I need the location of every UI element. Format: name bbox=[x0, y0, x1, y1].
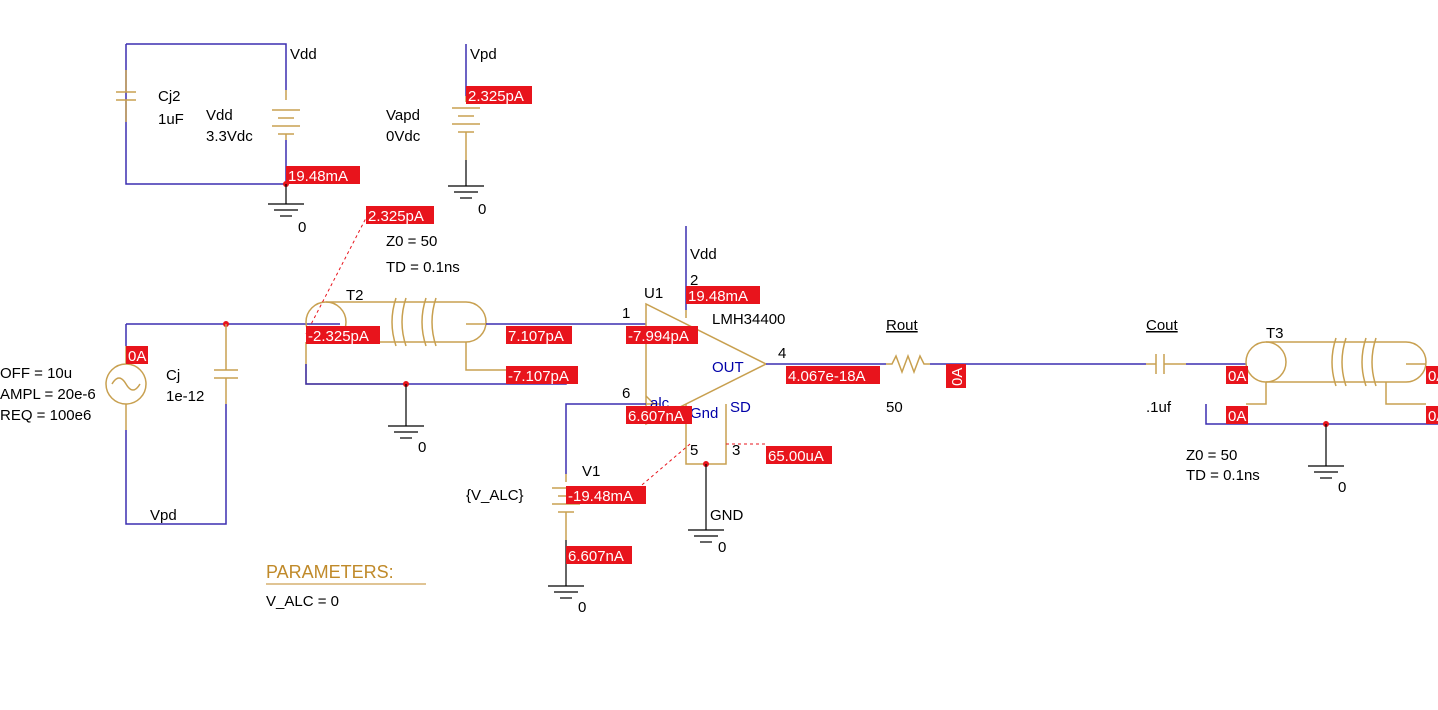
vpd-net-label: Vpd bbox=[470, 46, 497, 63]
output-network bbox=[886, 337, 1438, 479]
ground-label-3: 0 bbox=[418, 439, 426, 456]
u1-name: U1 bbox=[644, 285, 663, 302]
t3-td: TD = 0.1ns bbox=[1186, 467, 1260, 484]
probe-u1-vdd-text: 19.48mA bbox=[688, 288, 748, 305]
rout-name: Rout bbox=[886, 317, 919, 334]
probe-t2-top-text: 2.325pA bbox=[368, 208, 424, 225]
probe-t2-ref-text: -7.107pA bbox=[508, 368, 569, 385]
probe-t2-out[interactable]: 7.107pA bbox=[506, 326, 572, 345]
probe-vdd[interactable]: 19.48mA bbox=[286, 166, 360, 185]
probe-rout-text: 0A bbox=[949, 368, 966, 386]
u1-gnd-label: GND bbox=[710, 507, 744, 524]
parameters-title: PARAMETERS: bbox=[266, 562, 394, 582]
v1-value: {V_ALC} bbox=[466, 487, 524, 504]
vdd-source-value: 3.3Vdc bbox=[206, 128, 253, 145]
u1-pin1: 1 bbox=[622, 305, 630, 322]
rout-value: 50 bbox=[886, 399, 903, 416]
u1-vdd-label: Vdd bbox=[690, 246, 717, 263]
probe-t3-out1[interactable]: 0A bbox=[1426, 366, 1438, 385]
input-network bbox=[105, 217, 646, 525]
t3-name: T3 bbox=[1266, 325, 1284, 342]
u1-pin5: 5 bbox=[690, 442, 698, 459]
cj-value: 1e-12 bbox=[166, 388, 204, 405]
probe-sd-text: 65.00uA bbox=[768, 448, 824, 465]
ground-label-5: 0 bbox=[578, 599, 586, 616]
probe-t3-out2[interactable]: 0A bbox=[1426, 406, 1438, 425]
ground-label-4: 0 bbox=[718, 539, 726, 556]
t2-td: TD = 0.1ns bbox=[386, 259, 460, 276]
u1-pin6: 6 bbox=[622, 385, 630, 402]
vapd-value: 0Vdc bbox=[386, 128, 421, 145]
vdd-supply-block bbox=[116, 43, 304, 217]
cj2-name: Cj2 bbox=[158, 88, 181, 105]
probe-t2-top[interactable]: 2.325pA bbox=[366, 206, 434, 225]
probe-t3-out2-text: 0A bbox=[1428, 408, 1438, 425]
ground-label-2: 0 bbox=[478, 201, 486, 218]
probe-v1-bot-text: 6.607nA bbox=[568, 548, 624, 565]
probe-t2-out-text: 7.107pA bbox=[508, 328, 564, 345]
cj-name: Cj bbox=[166, 367, 180, 384]
vpd-net-label-2: Vpd bbox=[150, 507, 177, 524]
probe-u1-alc-text: 6.607nA bbox=[628, 408, 684, 425]
probe-t3-ref-text: 0A bbox=[1228, 408, 1246, 425]
t3-z0: Z0 = 50 bbox=[1186, 447, 1237, 464]
probe-u1-vdd[interactable]: 19.48mA bbox=[686, 286, 760, 305]
probe-u1-alc[interactable]: 6.607nA bbox=[626, 406, 692, 425]
u1-pin3: 3 bbox=[732, 442, 740, 459]
cout-name: Cout bbox=[1146, 317, 1179, 334]
u1-part: LMH34400 bbox=[712, 311, 785, 328]
source-vampl: AMPL = 20e-6 bbox=[0, 386, 96, 403]
cj2-value: 1uF bbox=[158, 111, 184, 128]
probe-rout[interactable]: 0A bbox=[946, 364, 966, 388]
parameters-value: V_ALC = 0 bbox=[266, 593, 339, 610]
probe-u1-out[interactable]: 4.067e-18A bbox=[786, 366, 880, 385]
vdd-net-label: Vdd bbox=[290, 46, 317, 63]
probe-v1-bot[interactable]: 6.607nA bbox=[566, 546, 632, 565]
probe-sd[interactable]: 65.00uA bbox=[766, 446, 832, 465]
probe-t2-in[interactable]: -2.325pA bbox=[306, 326, 380, 345]
u1-pin-sd: SD bbox=[730, 399, 751, 416]
probe-t3-in-text: 0A bbox=[1228, 368, 1246, 385]
vapd-name: Vapd bbox=[386, 107, 420, 124]
ground-label-1: 0 bbox=[298, 219, 306, 236]
source-freq: REQ = 100e6 bbox=[0, 407, 91, 424]
probe-src[interactable]: 0A bbox=[126, 346, 148, 365]
probe-t3-in[interactable]: 0A bbox=[1226, 366, 1248, 385]
probe-t3-out1-text: 0A bbox=[1428, 368, 1438, 385]
u1-pin2: 2 bbox=[690, 272, 698, 289]
probe-u1-in[interactable]: -7.994pA bbox=[626, 326, 698, 345]
t2-z0: Z0 = 50 bbox=[386, 233, 437, 250]
u1-pin-gnd: Gnd bbox=[690, 405, 718, 422]
probe-v1[interactable]: -19.48mA bbox=[566, 486, 646, 505]
probe-vdd-text: 19.48mA bbox=[288, 168, 348, 185]
probe-t2-ref[interactable]: -7.107pA bbox=[506, 366, 578, 385]
v1-name: V1 bbox=[582, 463, 600, 480]
vdd-source-name: Vdd bbox=[206, 107, 233, 124]
u1-pin-out: OUT bbox=[712, 359, 744, 376]
probe-t3-ref[interactable]: 0A bbox=[1226, 406, 1248, 425]
probe-t2-in-text: -2.325pA bbox=[308, 328, 369, 345]
u1-pin4: 4 bbox=[778, 345, 786, 362]
probe-u1-out-text: 4.067e-18A bbox=[788, 368, 866, 385]
ground-label-6: 0 bbox=[1338, 479, 1346, 496]
probe-v1-text: -19.48mA bbox=[568, 488, 633, 505]
probe-vapd[interactable]: 2.325pA bbox=[466, 86, 532, 105]
probe-u1-in-text: -7.994pA bbox=[628, 328, 689, 345]
source-voff: OFF = 10u bbox=[0, 365, 72, 382]
vapd-block bbox=[448, 44, 484, 199]
t2-name: T2 bbox=[346, 287, 364, 304]
cout-value: .1uf bbox=[1146, 399, 1172, 416]
probe-src-text: 0A bbox=[128, 348, 146, 365]
probe-vapd-text: 2.325pA bbox=[468, 88, 524, 105]
